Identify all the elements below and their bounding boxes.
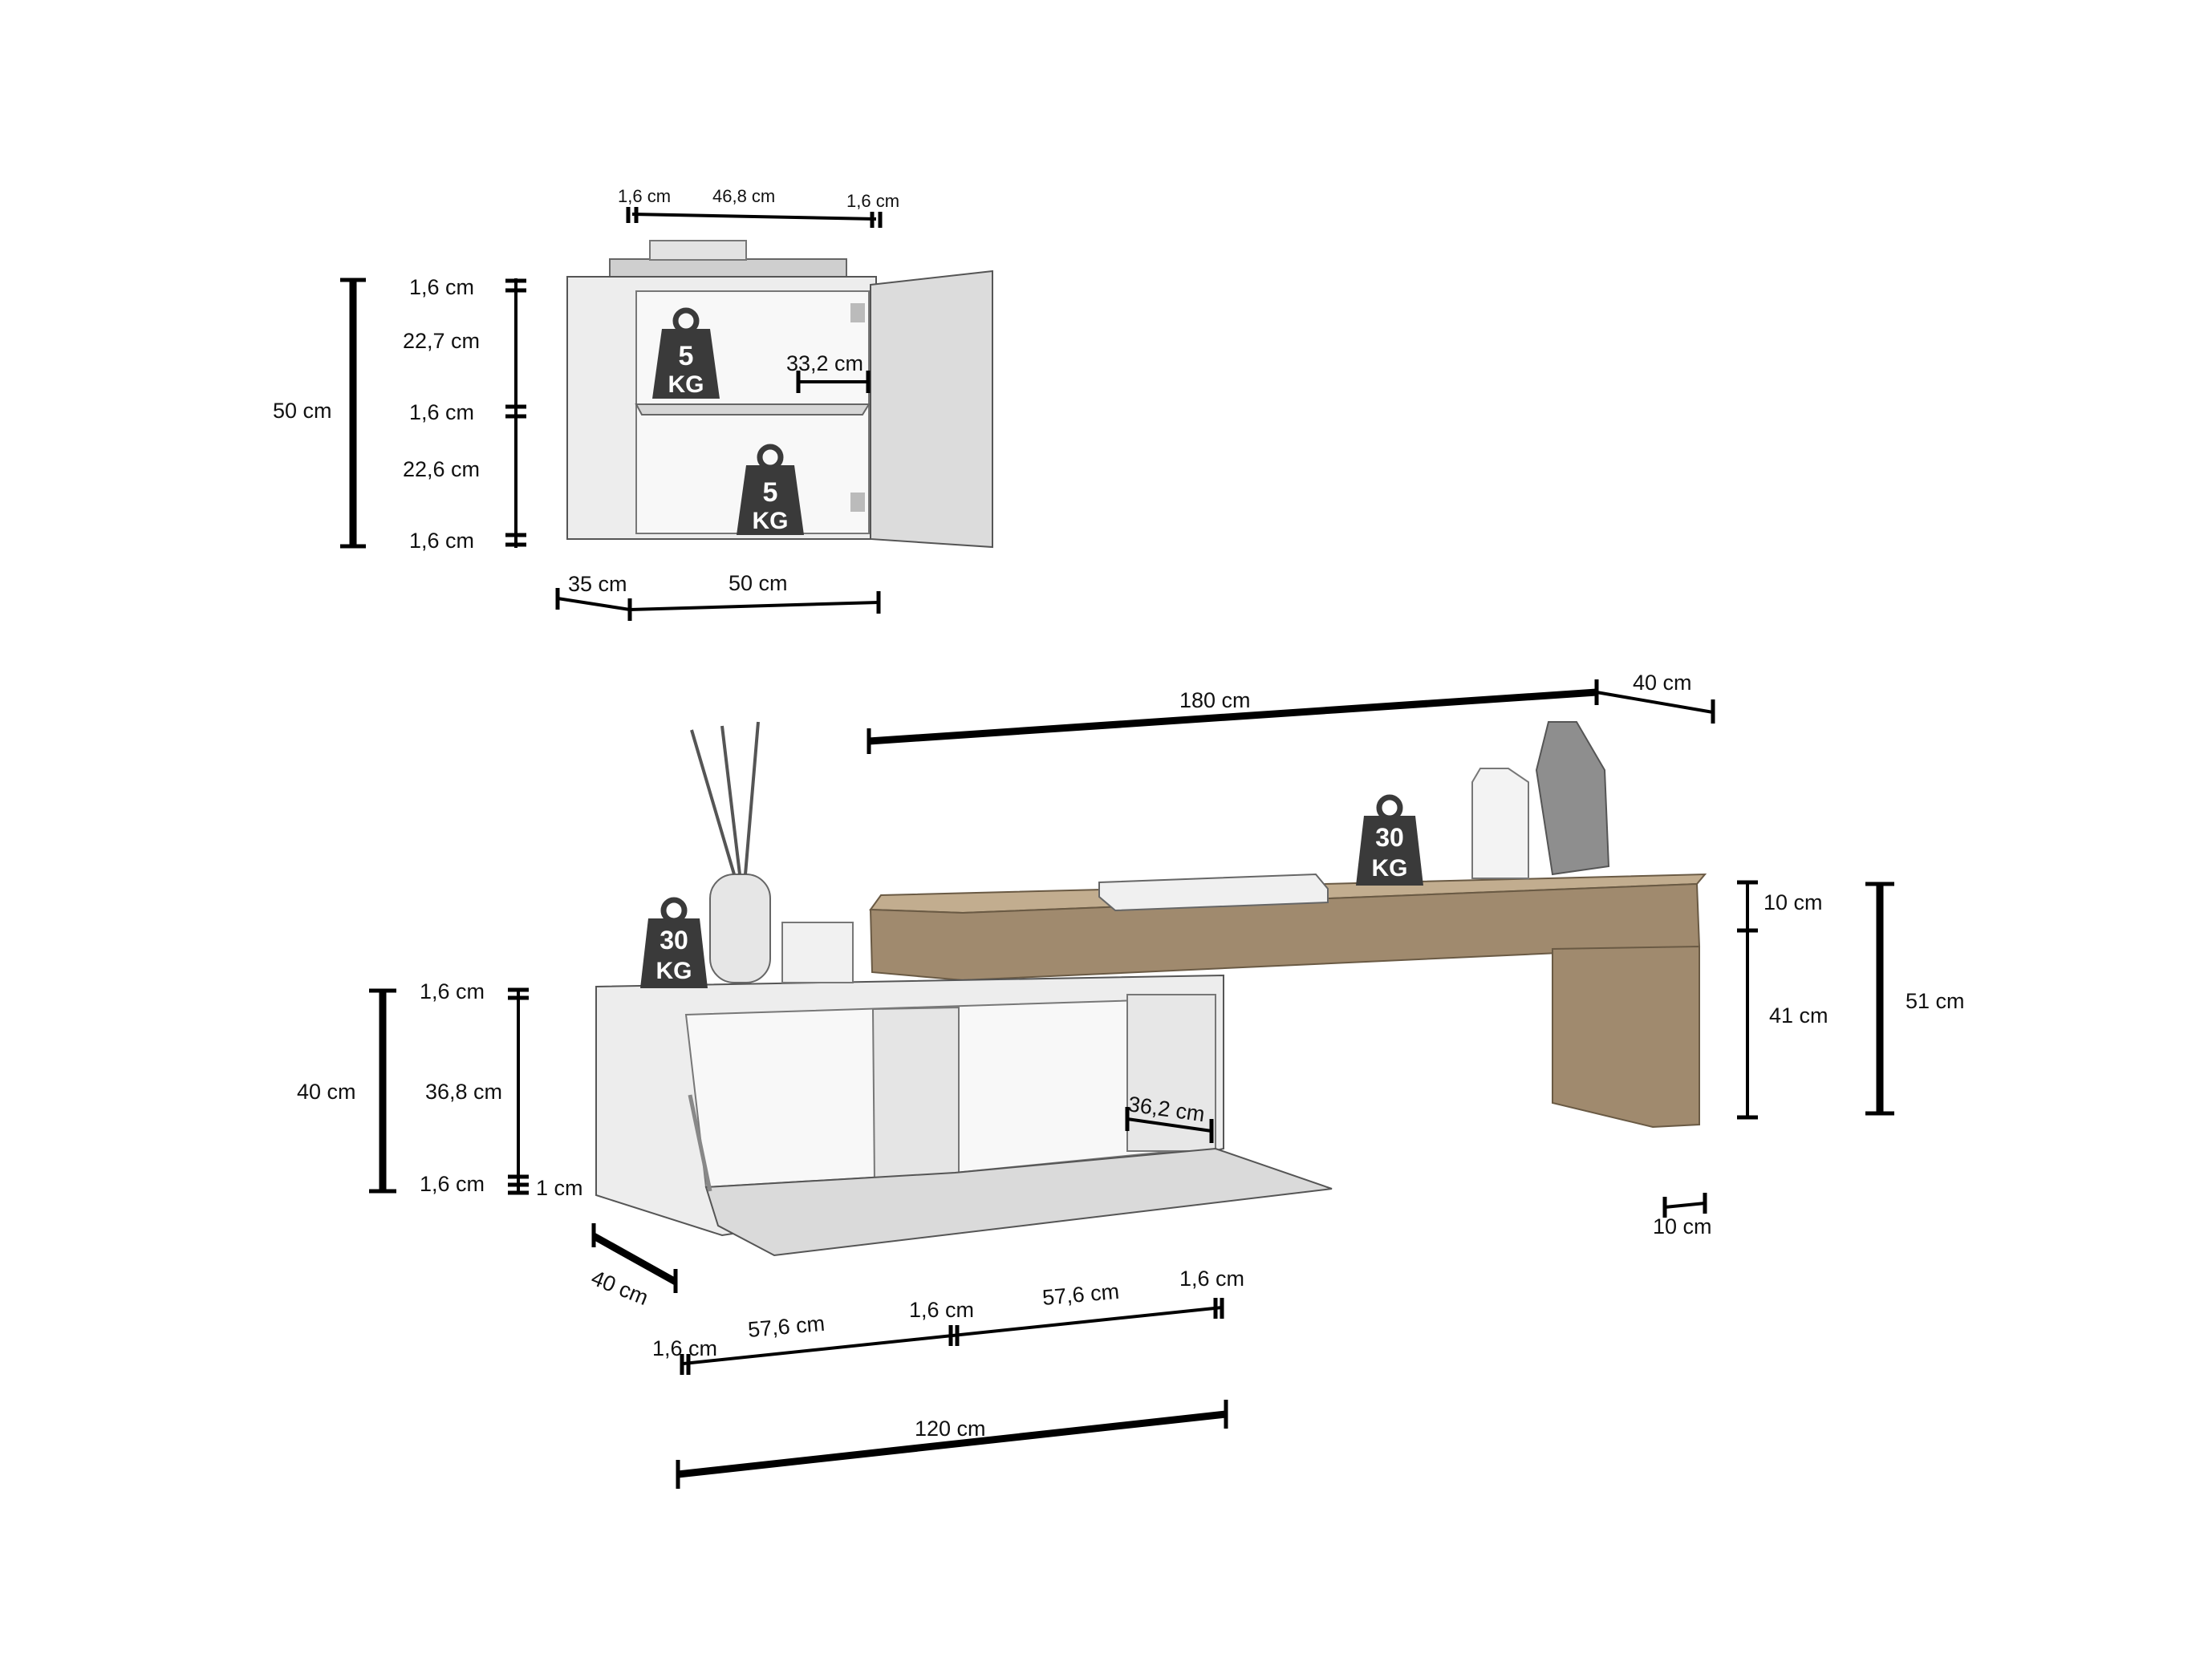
dimension-label: 40 cm (297, 1080, 356, 1104)
cabinet-shelf (635, 403, 871, 416)
weight-icon-top: 30 KG (1356, 794, 1423, 886)
dimension-line (631, 213, 877, 221)
dimension-label: 1,6 cm (1179, 1267, 1244, 1291)
dimension-label: 46,8 cm (712, 186, 775, 206)
dimension-label: 1,6 cm (409, 529, 474, 553)
hinge-icon (850, 493, 865, 512)
dimension-label: 1,6 cm (409, 400, 474, 424)
wall-cabinet (566, 240, 993, 549)
dimension-line (629, 601, 879, 611)
dimension-label: 57,6 cm (1041, 1279, 1120, 1310)
dimension-label: 180 cm (1179, 688, 1251, 712)
dimension-label: 33,2 cm (786, 351, 863, 375)
dimension-label: 1 cm (536, 1176, 583, 1200)
tv-unit (595, 721, 1707, 1257)
base-cabinet-side-panel (1126, 994, 1216, 1152)
weight-unit: KG (668, 371, 704, 398)
weight-unit: KG (753, 508, 789, 534)
dimension-label: 22,6 cm (403, 457, 480, 481)
dimension-line (1596, 691, 1714, 714)
weight-value: 5 (679, 341, 694, 371)
base-cabinet-divider (871, 1006, 960, 1185)
dimension-label: 120 cm (915, 1417, 986, 1441)
drop-down-flap (704, 1147, 1333, 1257)
dimension-line (677, 1410, 1227, 1478)
weight-value: 30 (660, 926, 688, 955)
dimension-line (1126, 1117, 1212, 1133)
dimension-label: 1,6 cm (618, 186, 671, 206)
dimension-label: 10 cm (1764, 890, 1823, 914)
hinge-icon (850, 303, 865, 322)
wall-cabinet-dimensions: 1,6 cm 46,8 cm 1,6 cm 50 cm 1,6 cm 22,7 … (273, 186, 899, 621)
dimension-label: 51 cm (1906, 989, 1965, 1013)
dimension-label: 40 cm (588, 1266, 651, 1310)
bench-leg (1552, 945, 1700, 1129)
dimension-label: 36,8 cm (425, 1080, 502, 1104)
dimension-line (1664, 1202, 1706, 1209)
diffuser-bottle (709, 874, 771, 983)
weight-unit: KG (656, 958, 692, 984)
candle-jar (781, 922, 854, 983)
dimension-label: 10 cm (1653, 1214, 1712, 1238)
cabinet-door (870, 270, 993, 549)
dimension-label: 1,6 cm (909, 1298, 974, 1322)
books-decor (609, 258, 847, 279)
weight-unit: KG (1372, 855, 1408, 882)
dimension-label: 1,6 cm (652, 1336, 717, 1360)
dvd-player (1098, 873, 1329, 912)
dimension-label: 1,6 cm (420, 979, 485, 1003)
dimension-line (557, 597, 631, 611)
dimension-line (591, 1233, 678, 1285)
flap-stay (688, 1094, 712, 1192)
dimension-label: 40 cm (1633, 671, 1692, 695)
white-vase (1471, 768, 1529, 879)
dimension-label: 1,6 cm (409, 275, 474, 299)
grey-vase (1535, 721, 1610, 876)
dimension-label: 50 cm (729, 571, 788, 595)
tv-unit-dimensions: 180 cm 40 cm 10 cm 41 cm 51 cm 10 cm 40 … (297, 671, 1965, 1489)
weight-icon-lower: 5 KG (737, 444, 804, 535)
weight-value: 5 (763, 477, 778, 508)
weight-icon-upper: 5 KG (652, 307, 720, 399)
dimension-label: 57,6 cm (747, 1311, 826, 1342)
dimension-label: 1,6 cm (420, 1172, 485, 1196)
book-stack (649, 240, 747, 261)
weight-value: 30 (1375, 823, 1404, 852)
dimension-label: 41 cm (1769, 1003, 1828, 1028)
dimension-label: 35 cm (568, 572, 627, 596)
dimension-label: 50 cm (273, 399, 332, 423)
dimension-label: 1,6 cm (846, 191, 899, 211)
weight-icon-base: 30 KG (640, 897, 708, 988)
dimension-label: 22,7 cm (403, 329, 480, 353)
dimension-line (868, 688, 1597, 745)
